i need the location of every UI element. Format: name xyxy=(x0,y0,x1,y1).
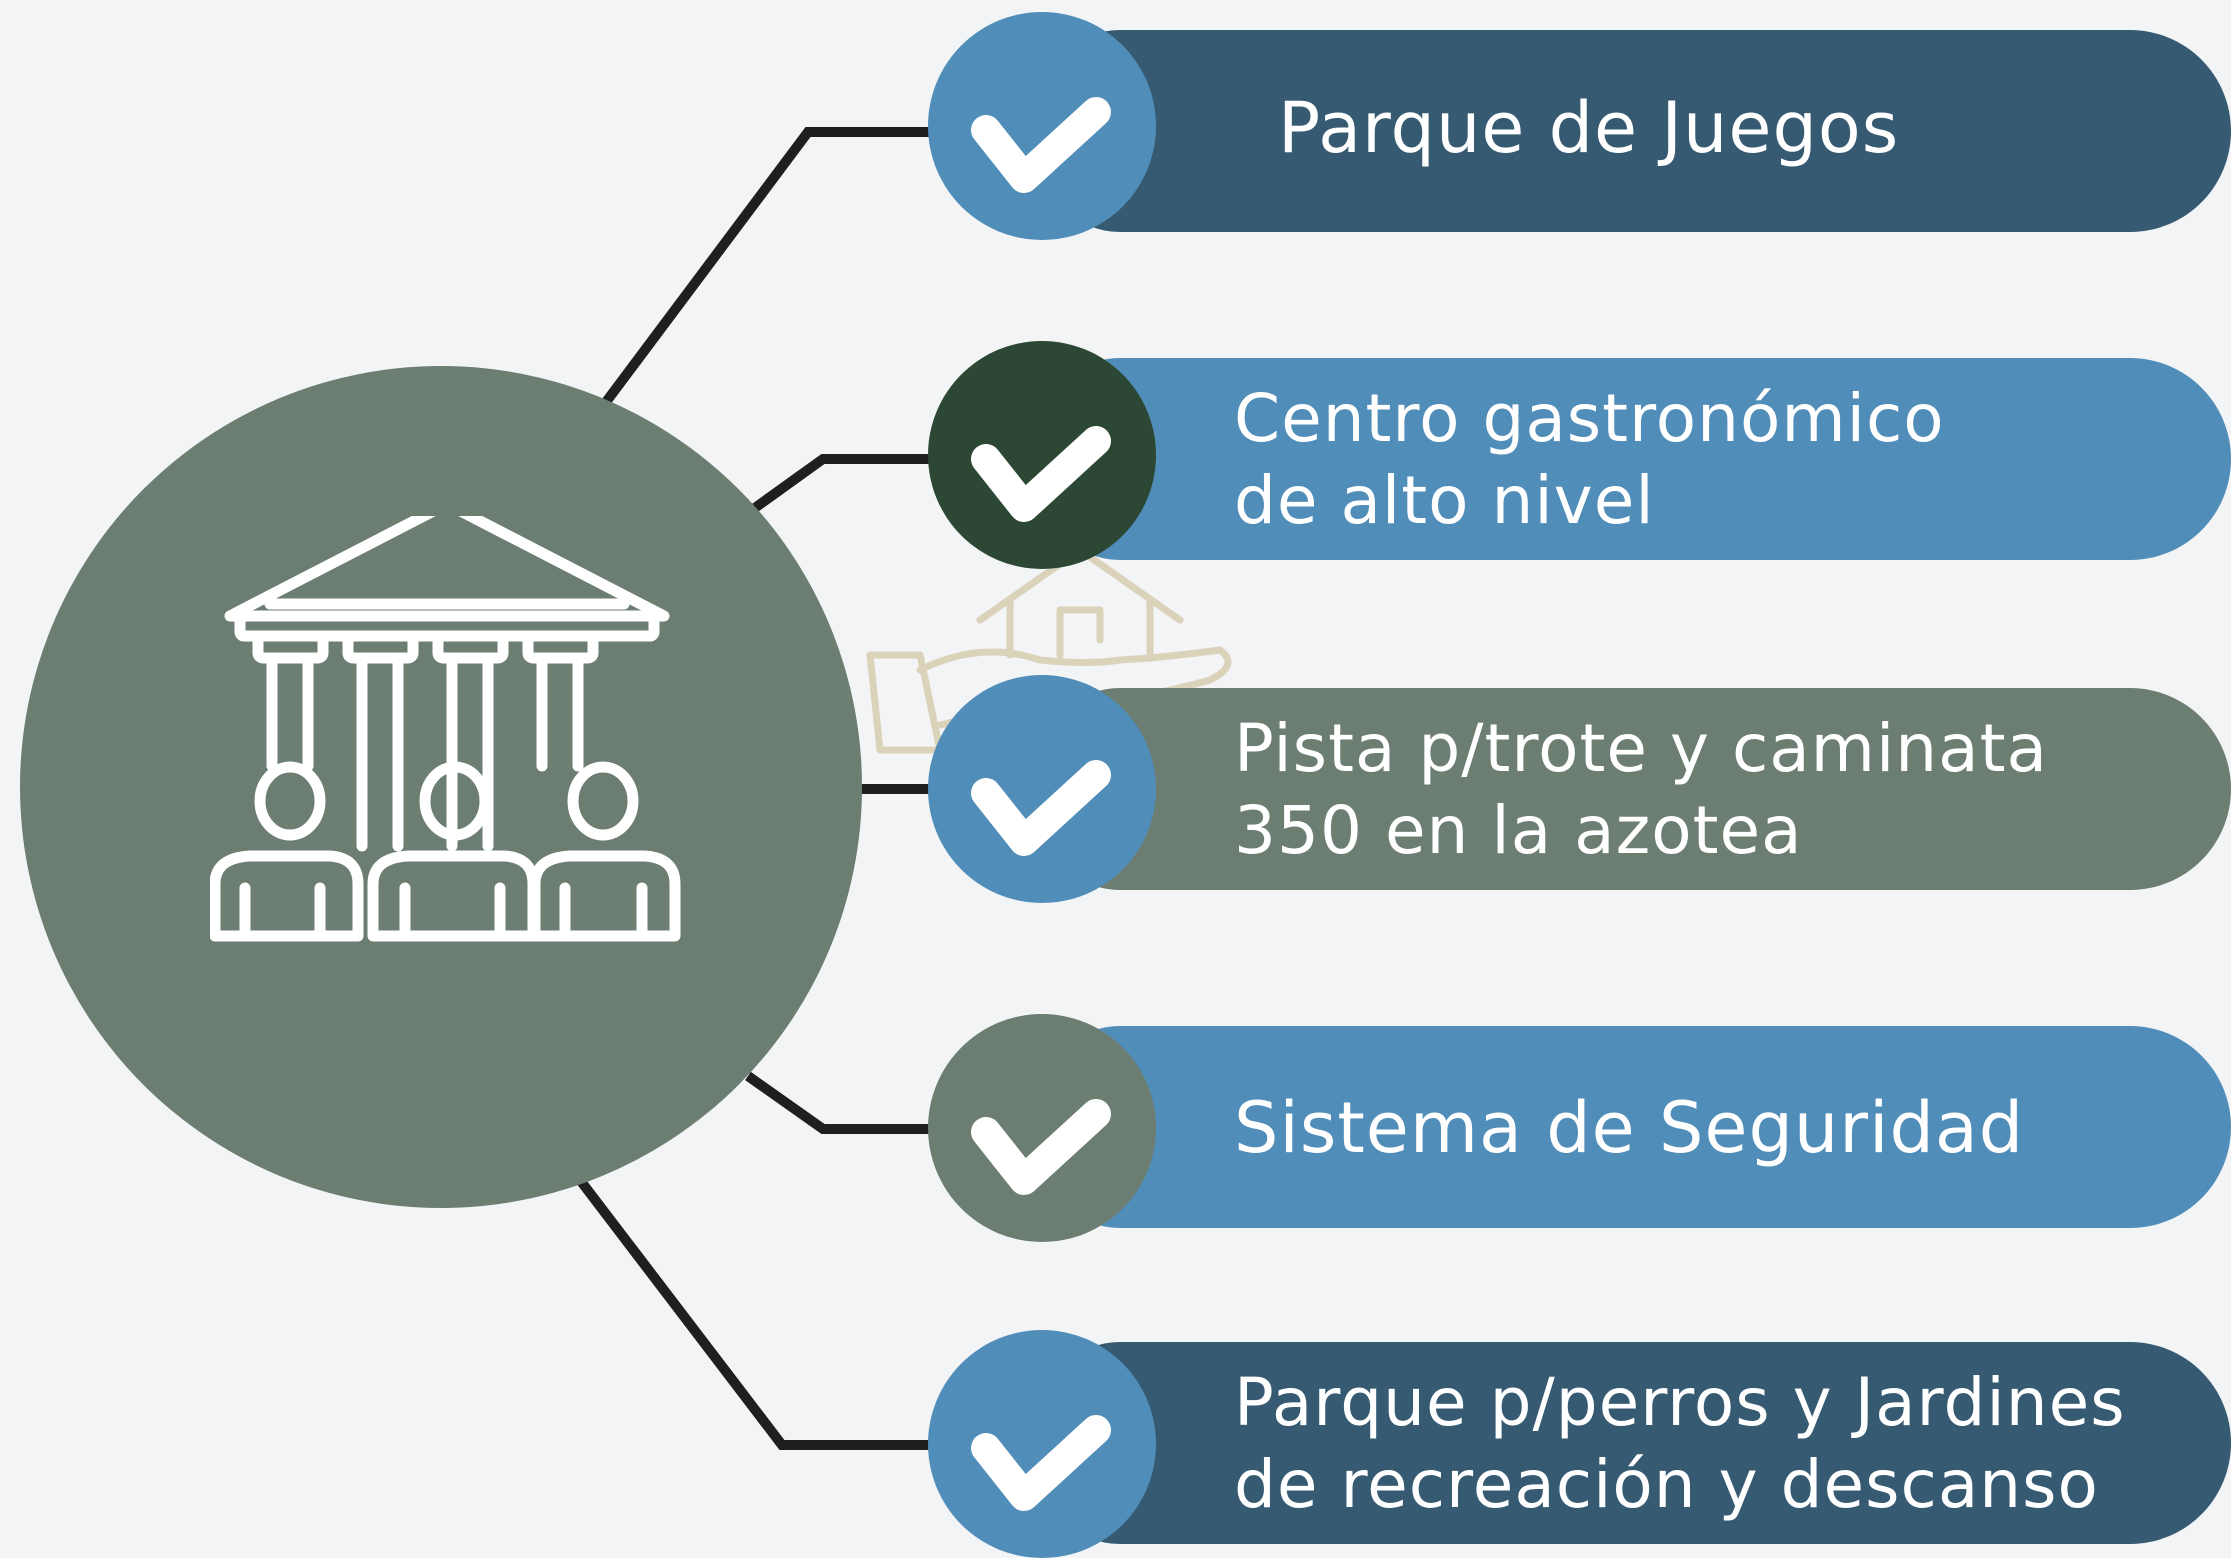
label-line: Centro gastronómico xyxy=(1234,380,1945,457)
check-icon xyxy=(971,426,1111,522)
connector-1 xyxy=(595,127,960,413)
badge-pista-trote xyxy=(928,675,1156,903)
label-line: 350 en la azotea xyxy=(1234,792,1803,869)
connector-4 xyxy=(745,1071,960,1134)
connector-2 xyxy=(749,454,960,515)
check-icon xyxy=(971,760,1111,856)
pill-pista-trote xyxy=(1040,688,2231,890)
pill-centro-gastronomico xyxy=(1040,358,2231,560)
pill-parque-perros xyxy=(1040,1342,2231,1544)
check-icon xyxy=(971,97,1111,193)
label-line: de alto nivel xyxy=(1234,462,1655,539)
check-icon xyxy=(971,1099,1111,1195)
badge-parque-perros xyxy=(928,1330,1156,1558)
label-parque-juegos: Parque de Juegos xyxy=(1278,86,1899,170)
label-line: Parque p/perros y Jardines xyxy=(1234,1364,2126,1441)
badge-parque-juegos xyxy=(928,12,1156,240)
connector-5 xyxy=(576,1176,960,1450)
label-line: Sistema de Seguridad xyxy=(1234,1087,2025,1169)
pill-parque-juegos xyxy=(1040,30,2231,232)
hub-circle xyxy=(20,366,862,1208)
label-line: Parque de Juegos xyxy=(1278,87,1900,169)
museum-community-icon xyxy=(210,516,681,942)
pill-sistema-seguridad xyxy=(1040,1026,2231,1228)
check-icon xyxy=(971,1415,1111,1511)
badge-centro-gastronomico xyxy=(928,341,1156,569)
label-line: de recreación y descanso xyxy=(1234,1446,2099,1523)
badge-sistema-seguridad xyxy=(928,1014,1156,1242)
label-sistema-seguridad: Sistema de Seguridad xyxy=(1234,1086,2024,1170)
label-line: Pista p/trote y caminata xyxy=(1234,710,2048,787)
